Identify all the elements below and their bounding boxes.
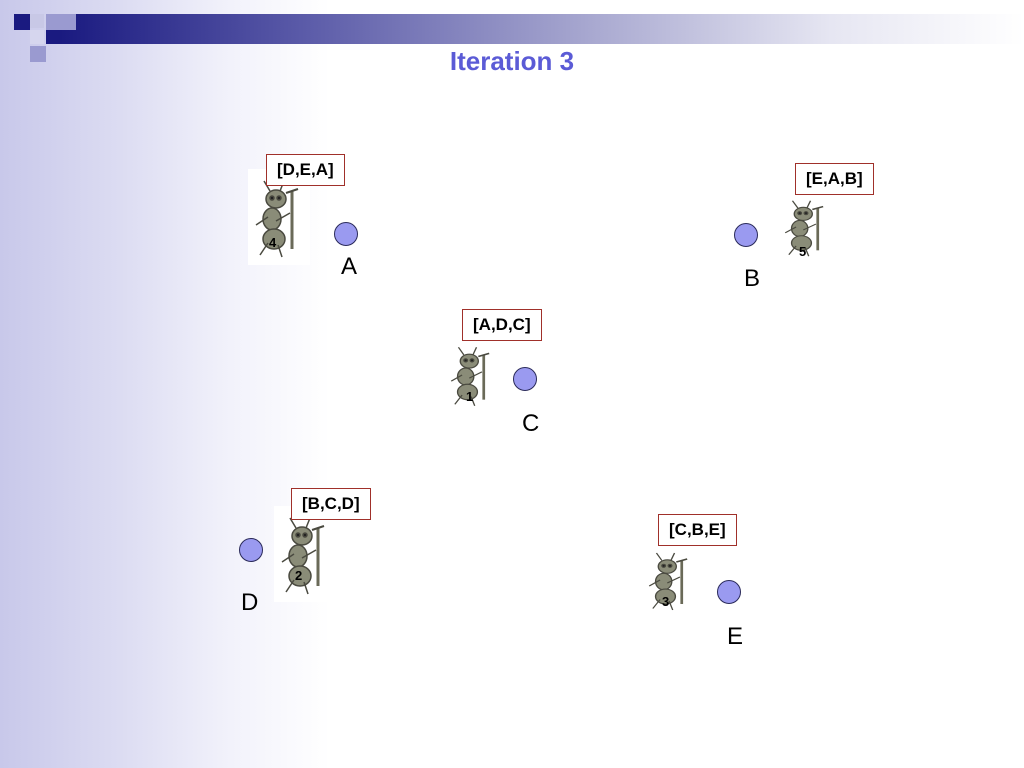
ant-3: 3 [642, 544, 698, 616]
ant-number: 2 [295, 568, 303, 583]
ant-number: 4 [269, 235, 277, 250]
ant-2-tour: [B,C,D] [291, 488, 371, 520]
header-square-mid [46, 14, 76, 30]
ant-4-tour: [D,E,A] [266, 154, 345, 186]
ant-5: 5 [778, 192, 834, 262]
node-label-e: E [727, 623, 744, 650]
header-gradient-bar [60, 14, 1024, 44]
ant-icon [648, 552, 688, 611]
header-square-lavender [30, 46, 46, 62]
ant-1-tour: [A,D,C] [462, 309, 542, 341]
header-square-navy [46, 30, 60, 44]
ant-number: 3 [662, 594, 670, 609]
ant-number: 1 [466, 389, 474, 404]
node-e [717, 580, 741, 604]
ant-3-tour: [C,B,E] [658, 514, 737, 546]
node-label-b: B [744, 265, 761, 292]
ant-1: 1 [444, 338, 500, 412]
node-b [734, 223, 758, 247]
node-label-d: D [241, 589, 259, 616]
header-square-dark [14, 14, 30, 30]
ant-icon [784, 200, 824, 257]
ant-icon [255, 180, 299, 258]
ant-2: 2 [274, 506, 336, 602]
ant-5-tour: [E,A,B] [795, 163, 874, 195]
header-square-light [30, 14, 44, 28]
node-d [239, 538, 263, 562]
ant-icon [450, 346, 490, 407]
node-label-a: A [341, 253, 358, 280]
node-c [513, 367, 537, 391]
ant-icon [281, 517, 325, 595]
slide-title: Iteration 3 [449, 46, 575, 76]
header-square-pale [30, 30, 44, 44]
node-label-c: C [522, 410, 540, 437]
node-a [334, 222, 358, 246]
ant-4: 4 [248, 169, 310, 265]
ant-number: 5 [799, 244, 807, 259]
